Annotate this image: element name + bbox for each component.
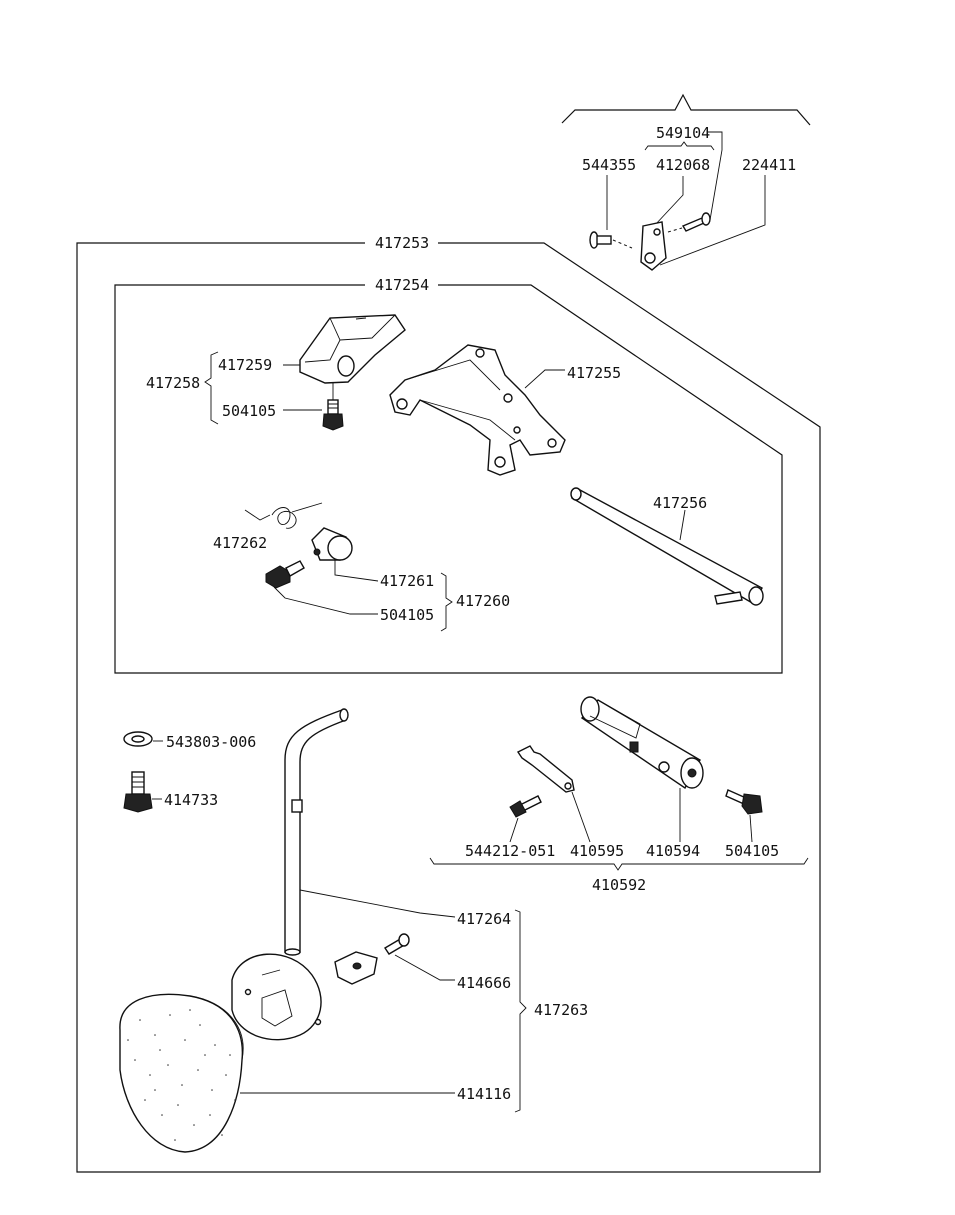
label-543803-006: 543803-006 [166, 733, 256, 751]
label-544355: 544355 [582, 156, 636, 174]
label-417261: 417261 [380, 572, 434, 590]
washer-543803 [124, 732, 152, 746]
label-417254: 417254 [375, 276, 429, 294]
inset-group: 549104 544355 412068 224411 [562, 95, 810, 270]
collar-417261 [312, 528, 352, 560]
label-410595: 410595 [570, 842, 624, 860]
screw-544355 [590, 232, 611, 248]
label-410592: 410592 [592, 876, 646, 894]
label-417256: 417256 [653, 494, 707, 512]
label-417260: 417260 [456, 592, 510, 610]
bolt-414733 [124, 772, 152, 812]
plate-412068 [641, 222, 666, 270]
screw-414666 [385, 934, 409, 954]
label-414116: 414116 [457, 1085, 511, 1103]
label-417264: 417264 [457, 910, 511, 928]
label-504105-c: 504105 [725, 842, 779, 860]
screw-544212 [510, 796, 541, 817]
bolt-504105-c [726, 790, 762, 814]
bracket-417255 [390, 345, 565, 475]
label-414733: 414733 [164, 791, 218, 809]
screw-224411 [683, 213, 710, 231]
block-417259 [300, 315, 405, 383]
label-417259: 417259 [218, 356, 272, 374]
rod-417264 [285, 709, 348, 955]
foam-pad-414116 [120, 994, 243, 1152]
label-417258: 417258 [146, 374, 200, 392]
bolt-504105-a [323, 383, 343, 430]
label-544212-051: 544212-051 [465, 842, 555, 860]
lever-410595 [518, 746, 574, 792]
bolt-504105-b [266, 561, 304, 588]
label-417253: 417253 [375, 234, 429, 252]
clip-414666 [335, 952, 377, 984]
label-504105-a: 504105 [222, 402, 276, 420]
label-410594: 410594 [646, 842, 700, 860]
label-412068: 412068 [656, 156, 710, 174]
plate-disc [232, 954, 321, 1040]
tube-410594 [581, 697, 703, 788]
label-417262: 417262 [213, 534, 267, 552]
label-504105-b: 504105 [380, 606, 434, 624]
spring-417262 [245, 503, 322, 528]
label-549104: 549104 [656, 124, 710, 142]
label-414666: 414666 [457, 974, 511, 992]
label-417263: 417263 [534, 1001, 588, 1019]
label-224411: 224411 [742, 156, 796, 174]
label-417255: 417255 [567, 364, 621, 382]
frame-417254 [115, 285, 782, 673]
